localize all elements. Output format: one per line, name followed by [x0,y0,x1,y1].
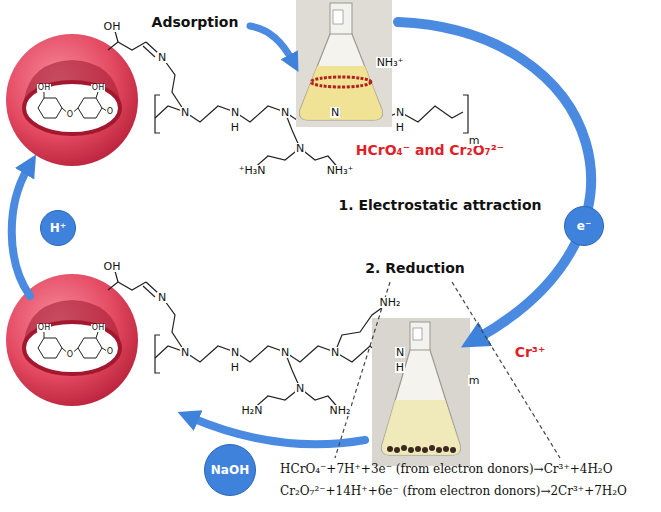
atom-label: H [395,362,405,373]
atom-label: N [230,107,240,118]
atom-label: H [230,122,240,133]
ion-text: H⁺ [50,221,66,235]
top-flask-photo [311,77,371,87]
equation: HCrO₄⁻+7H⁺+3e⁻ (from electron donors)→Cr… [280,463,613,477]
atom-label: N [157,52,167,63]
bottom-flask-photo [387,446,393,452]
ion-circle: e⁻ [564,206,604,246]
atom-label: N [330,347,340,358]
bottom-flask-photo [394,447,400,453]
species-label: HCrO₄⁻ and Cr₂O₇²⁻ [356,142,504,158]
ion-circle: H⁺ [40,210,76,246]
atom-label: NH₃⁺ [326,165,355,176]
ion-text: NaOH [211,463,249,477]
bottom-flask-photo [415,446,421,452]
bottom-flask-photo [382,400,461,455]
bottom-flask-photo [387,445,456,453]
top-flask-photo [333,10,343,24]
step-title: Adsorption [152,14,239,30]
atom-label: O [106,108,114,116]
ion-circle: NaOH [204,444,256,496]
bottom-flask-photo [401,445,407,451]
process-arrows [250,26,292,60]
top-flask-photo [300,34,383,120]
atom-label: N [330,107,340,118]
ion-label: Cr³⁺ [515,344,546,360]
atom-label: N [180,347,190,358]
atom-label: OH [91,84,105,92]
bottom-flask-photo [372,318,470,466]
step-label: 1. Electrostatic attraction [339,197,542,213]
process-arrows [192,418,365,444]
atom-label: OH [103,21,122,32]
bottom-flask-photo [443,446,449,452]
bottom-flask-photo [382,350,461,455]
atom-label: N [180,107,190,118]
equation: Cr₂O₇²⁻+14H⁺+6e⁻ (from electron donors)→… [280,485,627,499]
atom-label: N [295,383,305,394]
bottom-flask-photo [436,447,442,453]
process-arrows [12,168,30,296]
atom-label: m [468,375,481,386]
atom-label: N [230,347,240,358]
atom-label: NH₂ [379,297,402,308]
atom-label: N [157,292,167,303]
atom-label: O [66,111,74,119]
atom-label: H [230,362,240,373]
atom-label: OH [91,324,105,332]
atom-label: OH [37,84,51,92]
top-flask-photo [300,66,383,120]
atom-label: N [280,347,290,358]
top-flask-photo [330,3,352,35]
process-arrows [398,22,591,338]
dashed-leaders [335,282,390,458]
atom-label: N [395,107,405,118]
bottom-flask-photo [429,445,435,451]
atom-label: H [395,122,405,133]
dashed-leaders [452,282,560,458]
atom-label: N [295,143,305,154]
process-arrows [12,22,591,444]
atom-label: NH₃⁺ [376,57,405,68]
bottom-flask-photo [410,322,430,351]
bottom-flask-photo [450,447,456,453]
ion-text: e⁻ [577,219,591,233]
atom-label: NH₂ [329,405,352,416]
bottom-flask-photo [413,328,422,340]
step-label: 2. Reduction [365,260,465,276]
atom-label: OH [37,324,51,332]
atom-label: OH [103,261,122,272]
bottom-flask-photo [422,447,428,453]
dashed-leaders [335,282,560,458]
bottom-flask-photo [408,447,414,453]
atom-label: O [66,351,74,359]
atom-label: O [106,348,114,356]
atom-label: ⁺H₃N [238,165,267,176]
atom-label: m [468,135,481,146]
atom-label: N [280,107,290,118]
atom-label: N [395,347,405,358]
atom-label: H₂N [241,405,264,416]
bottom-flask-photo [372,318,470,466]
